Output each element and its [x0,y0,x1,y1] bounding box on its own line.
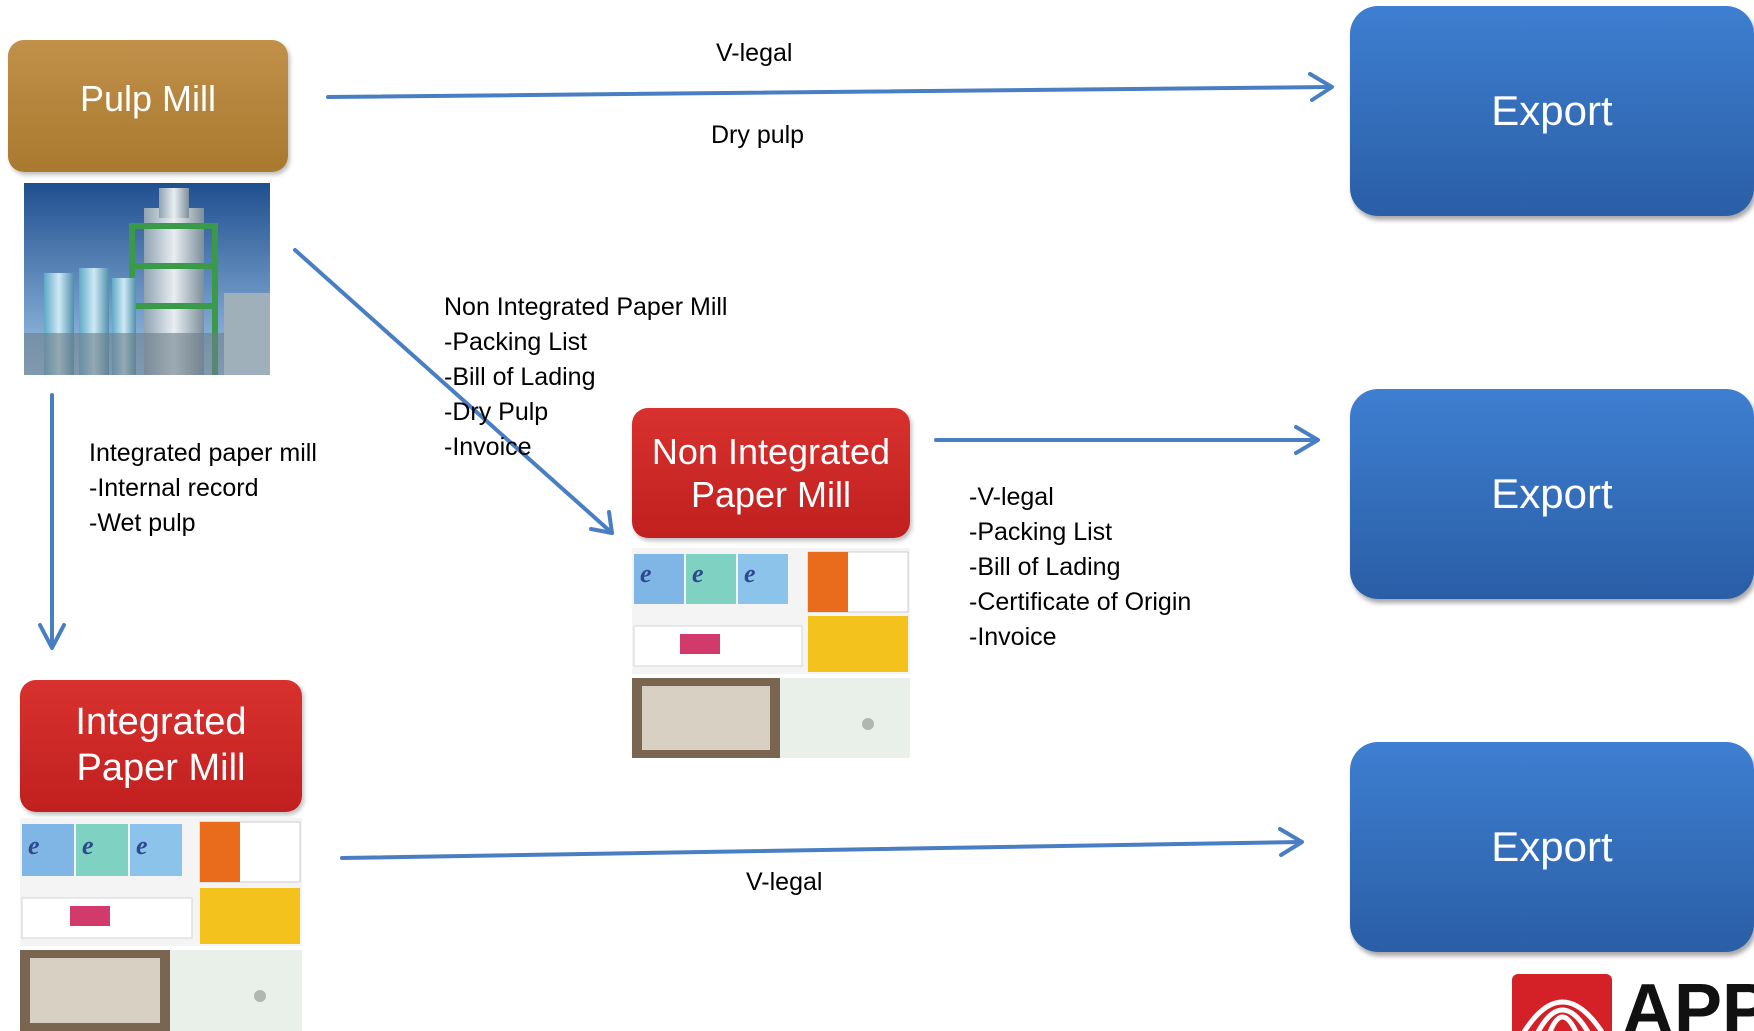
edge-label-pulp-to-non-integrated: Non Integrated Paper Mill -Packing List … [444,293,728,461]
integrated-paper-mill-node: Integrated Paper Mill [20,680,302,812]
arrow-integrated-to-export [340,827,1304,860]
arrow-pulp-to-export [326,72,1334,102]
export-node-3: Export [1350,742,1754,952]
non-integrated-mill-products-photo: e e e [632,548,910,758]
arrow-pulp-to-integrated [38,393,66,650]
svg-text:e: e [640,559,652,588]
svg-text:e: e [28,831,40,860]
export-node-1: Export [1350,6,1754,216]
arrow-pulp-to-non-integrated [293,248,614,535]
pulp-mill-label: Pulp Mill [79,78,217,119]
svg-text:e: e [82,831,94,860]
edge-label-pulp-to-integrated: Integrated paper mill -Internal record -… [89,439,317,537]
integrated-paper-mill-label: Integrated Paper Mill [75,701,247,789]
svg-text:e: e [692,559,704,588]
arrow-non-integrated-to-export [934,425,1320,455]
svg-text:APP: APP [1622,972,1754,1031]
svg-text:e: e [136,831,148,860]
app-logo: APP [1510,972,1754,1031]
export-label-1: Export [1491,87,1613,134]
edge-label-pulp-export-top: V-legal [716,39,793,67]
export-label-2: Export [1491,470,1613,517]
edge-label-non-integrated-to-export: -V-legal -Packing List -Bill of Lading -… [969,483,1192,651]
pulp-mill-photo [24,183,270,375]
non-integrated-paper-mill-node: Non Integrated Paper Mill [632,408,910,538]
export-label-3: Export [1491,823,1613,870]
pulp-mill-node: Pulp Mill [8,40,288,172]
edge-label-pulp-export-bottom: Dry pulp [711,121,805,149]
non-integrated-paper-mill-label: Non Integrated Paper Mill [651,430,891,515]
integrated-mill-products-photo: e e e [20,818,302,1031]
edge-label-integrated-to-export: V-legal [746,868,823,896]
svg-text:e: e [744,559,756,588]
export-node-2: Export [1350,389,1754,599]
